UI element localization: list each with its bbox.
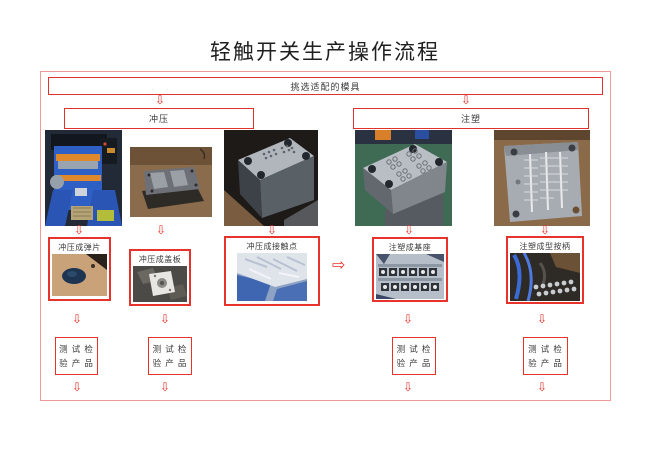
down-arrow-icon: ⇩ xyxy=(460,93,472,107)
test-inspect-line1: 测 试 检 xyxy=(528,344,563,354)
test-inspect-box: 测 试 检 验 产 品 xyxy=(55,337,98,375)
product-label: 注塑成基座 xyxy=(388,243,432,252)
down-arrow-icon: ⇩ xyxy=(154,93,166,107)
right-arrow-icon: ⇨ xyxy=(332,255,346,274)
down-arrow-icon: ⇩ xyxy=(71,380,83,394)
down-arrow-icon: ⇩ xyxy=(536,380,548,394)
flowchart-outer-frame xyxy=(40,71,611,401)
down-arrow-icon: ⇩ xyxy=(539,223,551,237)
product-box-cover-plate: 冲压成盖板 xyxy=(129,249,191,306)
test-inspect-box: 测 试 检 验 产 品 xyxy=(148,337,192,375)
spring-plate-photo xyxy=(52,254,107,296)
injection-mold-cavity-plate-photo xyxy=(355,130,452,226)
contact-point-photo xyxy=(228,253,316,301)
cover-plate-photo xyxy=(133,266,187,302)
base-photo xyxy=(376,254,444,299)
flow-node-select-mold: 挑选适配的模具 xyxy=(48,77,603,95)
test-inspect-line1: 测 试 检 xyxy=(396,344,432,354)
page-title: 轻触开关生产操作流程 xyxy=(210,40,440,64)
product-label: 冲压成盖板 xyxy=(138,255,182,264)
down-arrow-icon: ⇩ xyxy=(73,223,85,237)
down-arrow-icon: ⇩ xyxy=(402,380,414,394)
flow-node-stamping: 冲压 xyxy=(64,108,254,129)
flow-node-select-mold-label: 挑选适配的模具 xyxy=(290,81,361,92)
test-inspect-line2: 验 产 品 xyxy=(396,358,432,368)
product-label: 冲压成接触点 xyxy=(246,242,298,251)
down-arrow-icon: ⇩ xyxy=(403,223,415,237)
flow-node-stamping-label: 冲压 xyxy=(148,114,169,124)
product-box-contact-point: 冲压成接触点 xyxy=(224,236,320,306)
flow-node-injection: 注塑 xyxy=(353,108,589,129)
down-arrow-icon: ⇩ xyxy=(402,312,414,326)
down-arrow-icon: ⇩ xyxy=(159,312,171,326)
down-arrow-icon: ⇩ xyxy=(159,380,171,394)
test-inspect-line1: 测 试 检 xyxy=(59,344,94,354)
product-label: 注塑成型按柄 xyxy=(519,242,571,251)
flow-node-injection-label: 注塑 xyxy=(460,114,481,124)
down-arrow-icon: ⇩ xyxy=(155,223,167,237)
test-inspect-box: 测 试 检 验 产 品 xyxy=(392,337,436,375)
stem-photo xyxy=(510,253,580,301)
test-inspect-line2: 验 产 品 xyxy=(59,358,94,368)
product-box-spring-plate: 冲压成弹片 xyxy=(48,237,111,301)
product-box-base: 注塑成基座 xyxy=(372,237,448,302)
injection-mold-runner-plate-photo xyxy=(494,130,590,226)
down-arrow-icon: ⇩ xyxy=(266,223,278,237)
stamping-mold-block-photo xyxy=(224,130,318,226)
test-inspect-line2: 验 产 品 xyxy=(528,358,563,368)
down-arrow-icon: ⇩ xyxy=(536,312,548,326)
stamping-die-photo xyxy=(130,147,212,217)
test-inspect-line1: 测 试 检 xyxy=(152,344,188,354)
product-label: 冲压成弹片 xyxy=(58,243,101,252)
test-inspect-line2: 验 产 品 xyxy=(152,358,188,368)
down-arrow-icon: ⇩ xyxy=(71,312,83,326)
test-inspect-box: 测 试 检 验 产 品 xyxy=(523,337,568,375)
product-box-stem: 注塑成型按柄 xyxy=(506,236,584,304)
stamping-press-machine-photo xyxy=(45,130,122,226)
